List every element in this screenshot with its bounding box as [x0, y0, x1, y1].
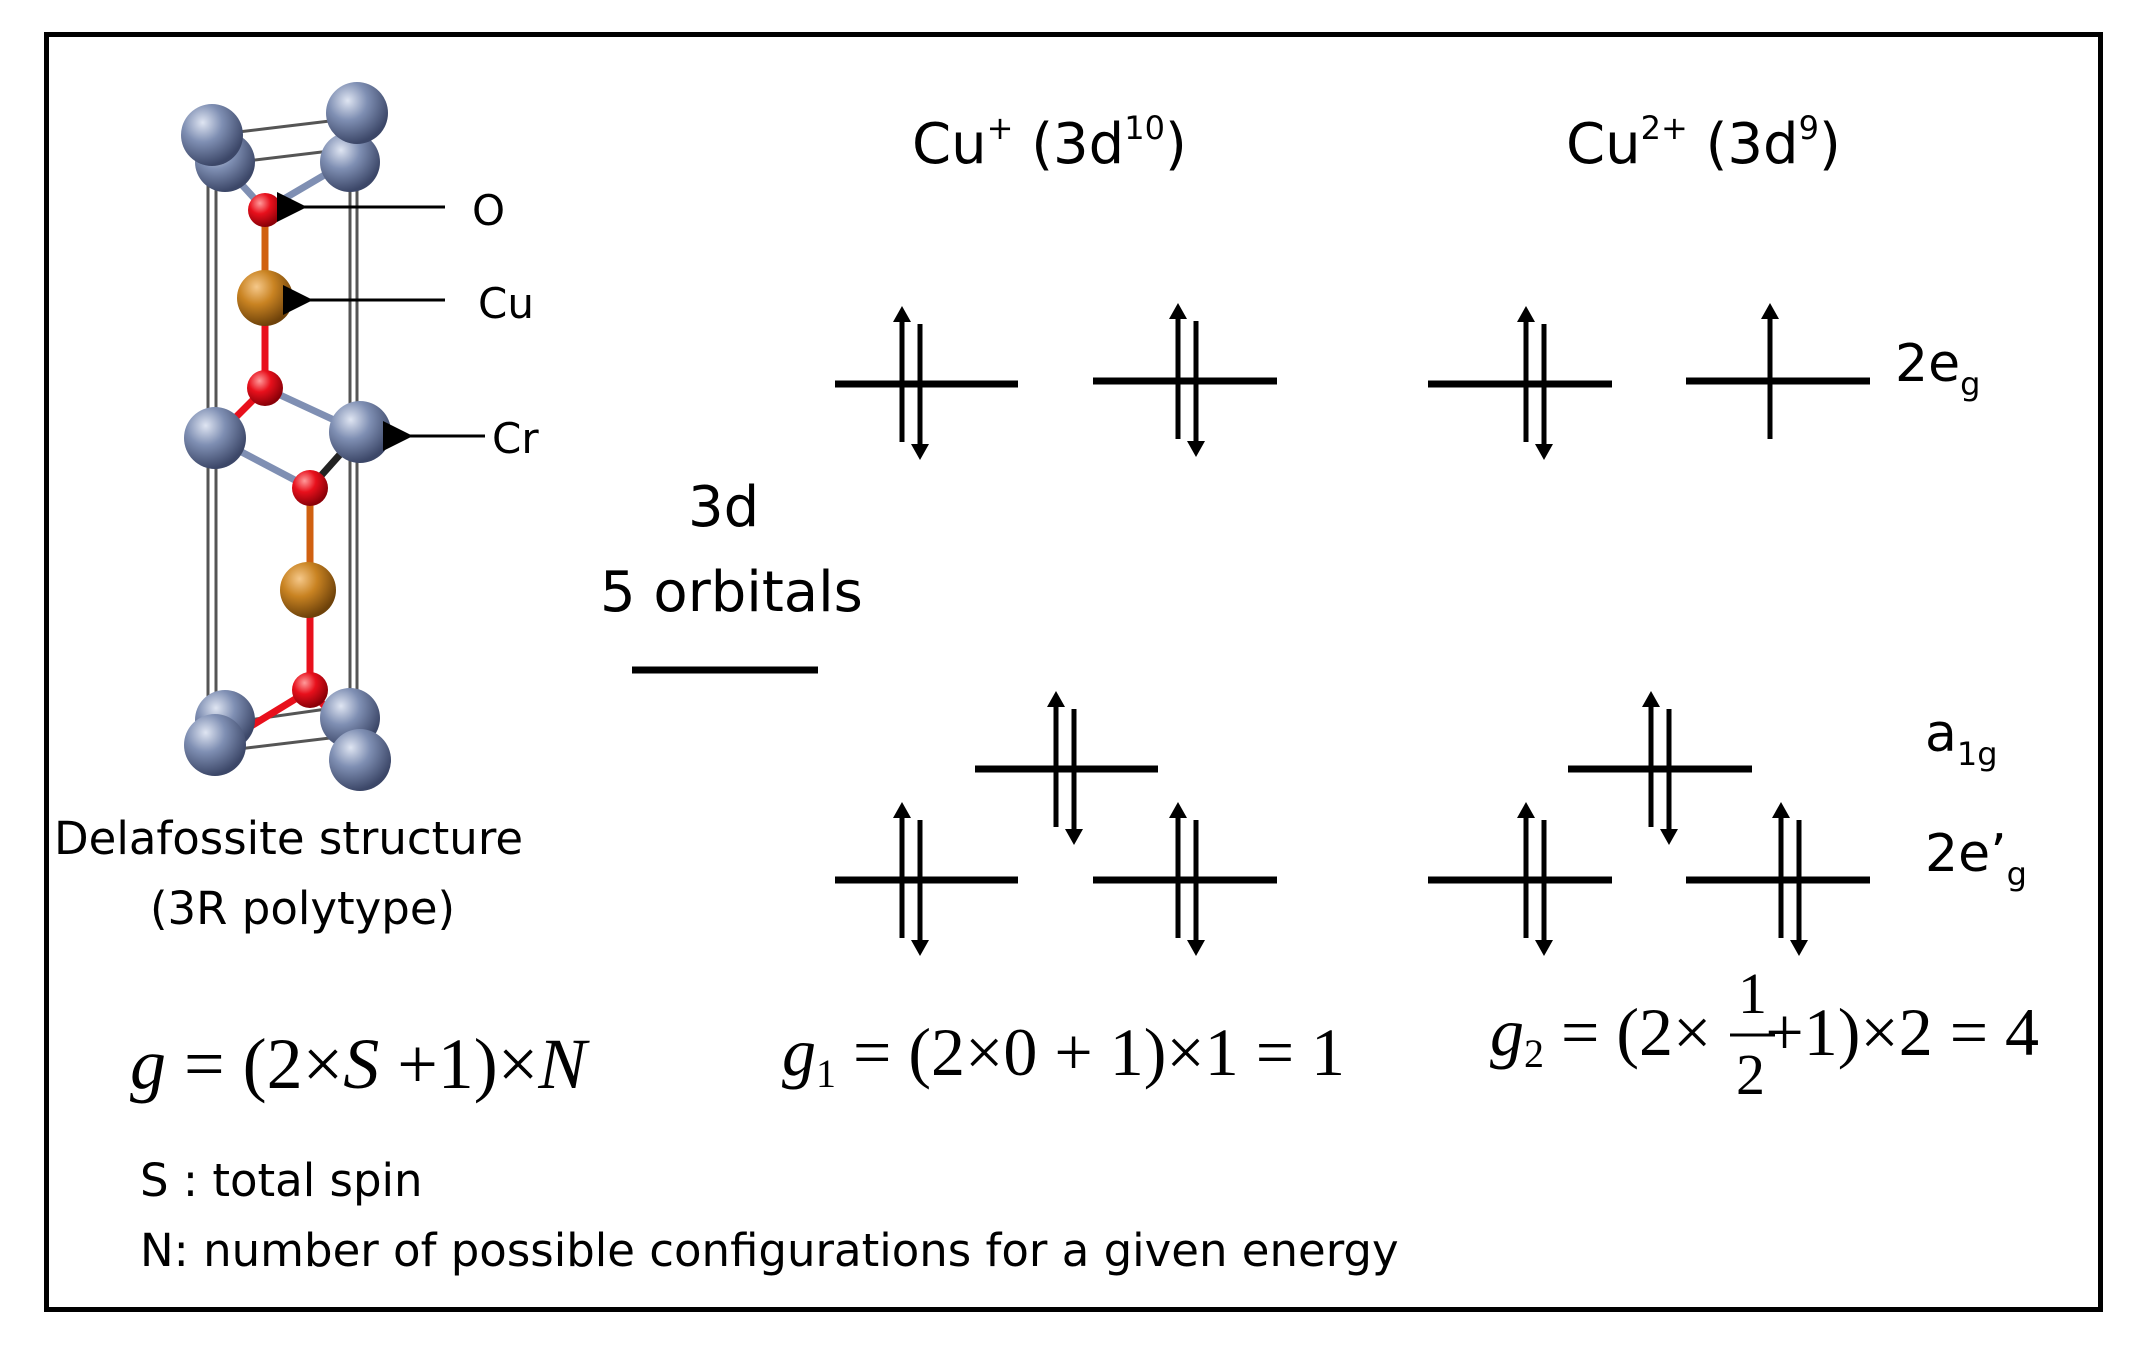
energy-levels: [632, 377, 1870, 884]
cr-atom: [329, 401, 391, 463]
spin-arrows: [893, 303, 1808, 956]
cu1-electron-count: 10: [1124, 109, 1165, 147]
cr-atom: [184, 407, 246, 469]
spin-down-arrowhead: [1535, 940, 1553, 956]
cr-atom: [181, 104, 243, 166]
eq-plus: +1)×: [379, 1024, 539, 1104]
spin-up-arrowhead: [893, 802, 911, 818]
spin-down-arrowhead: [1660, 829, 1678, 845]
definition-total-spin: S : total spin: [140, 1154, 423, 1207]
spin-up-arrowhead: [893, 306, 911, 322]
cu2-charge: 2+: [1640, 109, 1688, 147]
cr-atom: [184, 714, 246, 776]
free-ion-orbital-count: 5 orbitals: [600, 560, 863, 625]
spin-up-arrowhead: [1642, 691, 1660, 707]
a1g-label-sub: 1g: [1956, 735, 1998, 773]
crystal-structure: [181, 82, 485, 791]
eq-s-symbol: S: [343, 1024, 380, 1104]
o-atom: [292, 470, 328, 506]
g1-symbol: g: [782, 1014, 816, 1090]
spin-down-arrowhead: [911, 940, 929, 956]
cu-atom: [280, 562, 336, 618]
eq-n-symbol: N: [538, 1024, 587, 1104]
crystal-caption-line2: (3R polytype): [150, 882, 456, 935]
spin-down-arrowhead: [911, 444, 929, 460]
o-atom: [292, 672, 328, 708]
cr-atom: [320, 132, 380, 192]
spin-down-arrowhead: [1187, 441, 1205, 457]
g2-fraction-denominator: 2: [1736, 1042, 1765, 1107]
spin-up-arrowhead: [1169, 303, 1187, 319]
o-atom: [247, 370, 283, 406]
cu1-config-close: ): [1164, 112, 1187, 177]
atoms: [181, 82, 391, 791]
spin-down-arrowhead: [1065, 829, 1083, 845]
figure-frame: [44, 32, 2103, 1312]
general-degeneracy-equation: g = (2×S +1)×N: [130, 1028, 586, 1100]
cu2-config-close: ): [1818, 112, 1841, 177]
g2-subscript: 2: [1524, 1031, 1544, 1076]
o-atom: [248, 193, 282, 227]
eg-prime-label: 2e’g: [1925, 828, 2027, 890]
spin-up-arrowhead: [1772, 802, 1790, 818]
a1g-label: a1g: [1925, 708, 1998, 770]
cr-atom: [326, 82, 388, 144]
copper-label: Cu: [478, 279, 534, 328]
g1-subscript: 1: [816, 1051, 836, 1096]
label-pointers: [277, 192, 485, 451]
cu1-header: Cu+ (3d10): [912, 112, 1187, 173]
eq-open: = (2×: [166, 1024, 344, 1104]
eg-prime-label-main: 2e’: [1925, 824, 2007, 884]
spin-up-arrowhead: [1517, 306, 1535, 322]
g2-expression-open: = (2×: [1544, 994, 1712, 1070]
spin-down-arrowhead: [1187, 940, 1205, 956]
cu1-config: (3d: [1013, 112, 1125, 177]
eg-label: 2eg: [1895, 338, 1980, 400]
spin-up-arrowhead: [1169, 802, 1187, 818]
cu1-charge: +: [986, 109, 1014, 147]
chromium-label: Cr: [492, 414, 539, 463]
cr-atom: [329, 729, 391, 791]
spin-up-arrowhead: [1517, 802, 1535, 818]
free-ion-label: 3d: [688, 475, 760, 540]
spin-down-arrowhead: [1535, 444, 1553, 460]
g1-expression: = (2×0 + 1)×1 = 1: [836, 1014, 1346, 1090]
cu2-electron-count: 9: [1798, 109, 1819, 147]
crystal-caption-line1: Delafossite structure: [54, 812, 524, 865]
cu2-config: (3d: [1687, 112, 1799, 177]
cu1-symbol: Cu: [912, 112, 987, 177]
g2-fraction-numerator: 1: [1738, 961, 1767, 1026]
cu2-header: Cu2+ (3d9): [1566, 112, 1841, 173]
spin-up-arrowhead: [1047, 691, 1065, 707]
eg-prime-label-sub: g: [2006, 855, 2027, 893]
g2-symbol: g: [1490, 994, 1524, 1070]
spin-up-arrowhead: [1761, 303, 1779, 319]
cu-atom: [237, 270, 293, 326]
g2-expression-close: +1)×2 = 4: [1765, 994, 2040, 1070]
eg-label-main: 2e: [1895, 334, 1961, 394]
definition-configurations: N: number of possible configurations for…: [140, 1224, 1399, 1277]
eq-g-symbol: g: [130, 1024, 166, 1104]
g2-equation: g2 = (2×+1)×2 = 4: [1490, 998, 2039, 1074]
cu2-symbol: Cu: [1566, 112, 1641, 177]
spin-down-arrowhead: [1790, 940, 1808, 956]
a1g-label-main: a: [1925, 704, 1957, 764]
eg-label-sub: g: [1960, 365, 1981, 403]
g1-equation: g1 = (2×0 + 1)×1 = 1: [782, 1018, 1345, 1094]
oxygen-label: O: [472, 186, 506, 235]
